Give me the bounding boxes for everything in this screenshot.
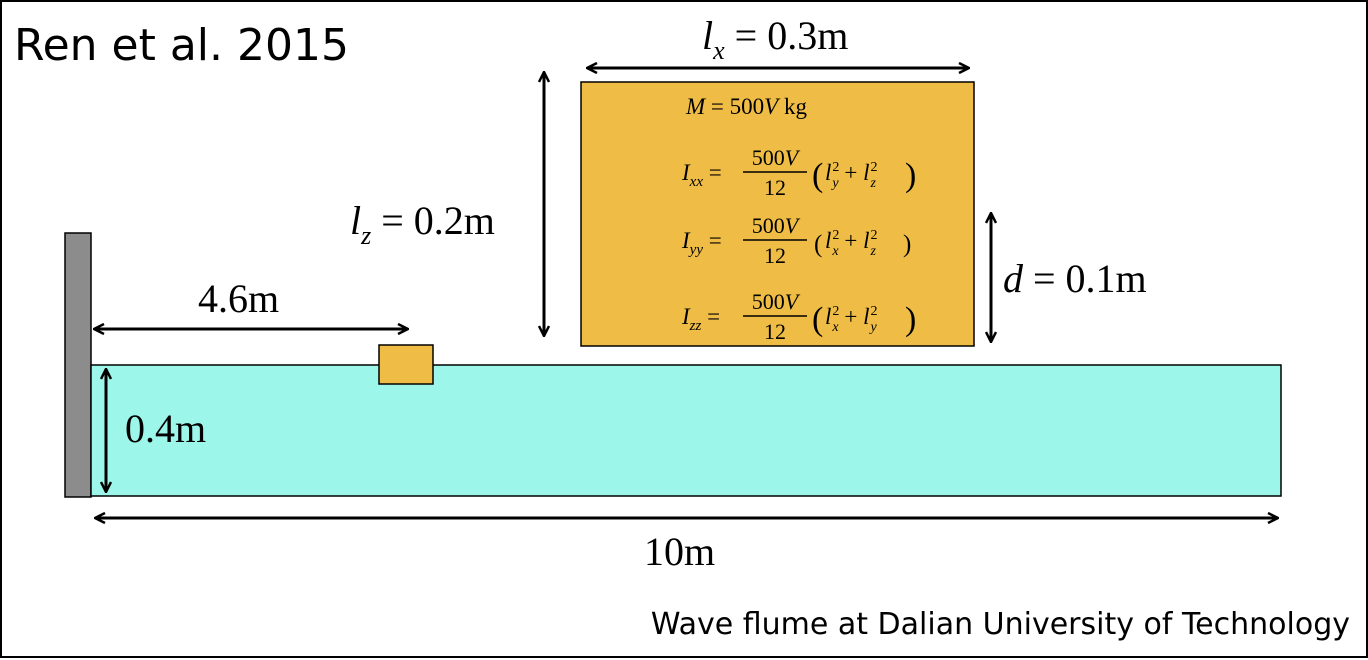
- svg-text:): ): [903, 231, 911, 258]
- svg-text:(: (: [812, 157, 823, 194]
- svg-text:Ixx =: Ixx =: [681, 160, 722, 190]
- inertia-xx-denominator: 12: [764, 175, 786, 200]
- svg-text:l2x + l2z: l2x + l2z: [825, 228, 877, 259]
- caption: Wave flume at Dalian University of Techn…: [651, 607, 1350, 642]
- svg-text:(: (: [814, 231, 822, 258]
- flume-wall: [64, 232, 92, 498]
- svg-text:(: (: [812, 301, 823, 338]
- lx-label: lx = 0.3m: [702, 13, 848, 65]
- water-body: [90, 364, 1282, 497]
- inertia-yy-numerator: 500V: [752, 213, 801, 238]
- svg-text:): ): [905, 157, 916, 194]
- inertia-xx-numerator: 500V: [752, 145, 801, 170]
- svg-text:Iyy =: Iyy =: [681, 228, 722, 258]
- depth-label: 0.4m: [125, 406, 206, 451]
- inertia-zz-denominator: 12: [764, 319, 786, 344]
- lz-label: lz = 0.2m: [350, 198, 495, 250]
- length-label: 10m: [644, 529, 715, 574]
- svg-text:Izz =: Izz =: [681, 304, 720, 334]
- svg-text:l2x + l2y: l2x + l2y: [825, 304, 877, 335]
- svg-text:M = 500V kg: M = 500V kg: [685, 94, 807, 119]
- title: Ren et al. 2015: [14, 20, 349, 71]
- inertia-yy-denominator: 12: [764, 243, 786, 268]
- mass-formula: M = 500V kg: [685, 94, 807, 119]
- floating-box-detail: [580, 81, 975, 347]
- svg-text:l2y + l2z: l2y + l2z: [825, 160, 877, 191]
- inertia-zz-numerator: 500V: [752, 289, 801, 314]
- svg-text:): ): [905, 301, 916, 338]
- d-label: d = 0.1m: [1003, 256, 1147, 301]
- floating-box-small: [378, 344, 434, 385]
- distance-label: 4.6m: [198, 276, 279, 321]
